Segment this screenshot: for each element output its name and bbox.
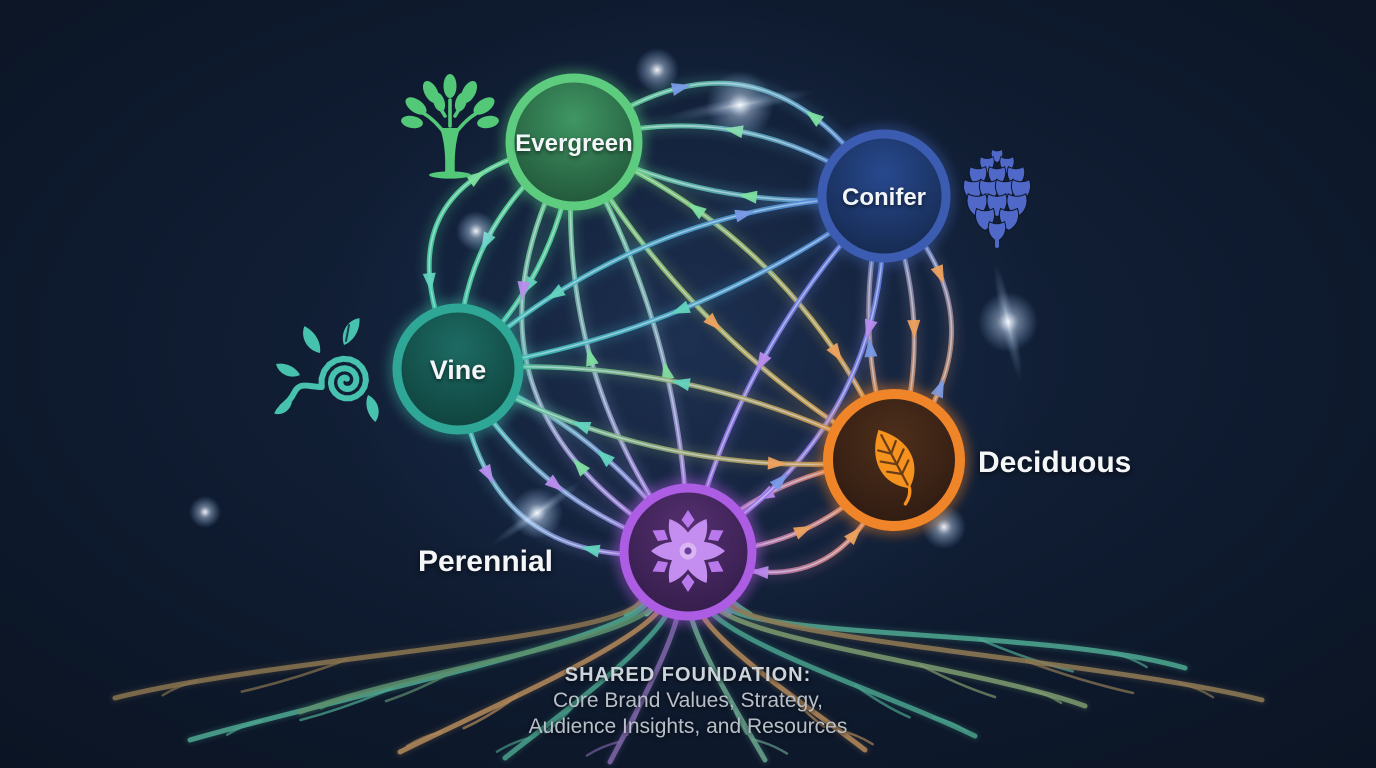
node-conifer: Conifer [812,124,956,268]
flower-icon [651,510,725,592]
flow-arrow [930,264,945,285]
flow-arrow [670,378,691,391]
flow-arrow [805,110,825,127]
node-perennial [614,478,762,626]
node-label-conifer: Conifer [842,184,926,211]
vine-spiral-icon [274,318,379,422]
foundation-text: SHARED FOUNDATION: Core Brand Values, St… [529,664,848,738]
flow-arrow [930,378,945,399]
lens-flare [456,211,496,251]
lens-flare-streak [666,89,814,121]
flow-arrow [422,272,436,293]
flow-arrow [546,284,566,300]
lens-flare-streak [993,263,1023,381]
flow-arrow [596,449,615,468]
node-vine: Vine [387,298,529,440]
node-evergreen: Evergreen [500,68,648,216]
flow-arrow [756,351,772,372]
flow-arrow [844,526,862,546]
flow-arrow [478,463,494,484]
flow-arrow [864,318,878,339]
flow-arrow [826,342,843,363]
lens-flare-streak [491,481,583,545]
flow-arrow [737,190,758,204]
flow-arrow [792,525,813,540]
flow-arrow [571,421,592,435]
flow-arrow [586,346,599,367]
node-label-evergreen: Evergreen [515,130,632,157]
flow-arrow [907,319,921,340]
leaf-icon [875,429,915,506]
foundation-heading: SHARED FOUNDATION: [565,664,812,686]
flow-arrow [769,473,788,492]
flow-arrow [670,300,691,314]
node-label-vine: Vine [430,355,487,385]
flow-arrow [544,474,564,492]
foundation-line1: Core Brand Values, Strategy, [553,689,823,712]
flow-arrow [703,312,722,331]
node-label-deciduous: Deciduous [978,446,1131,479]
foundation-line2: Audience Insights, and Resources [529,715,848,738]
flow-arrow [767,456,787,470]
flow-arrow [466,170,486,187]
flow-arrow [580,544,601,558]
tree-icon [401,74,499,179]
flow-arrow [670,83,691,96]
flow-arrow [572,457,591,477]
flow-arrow [687,203,707,220]
lens-flare [189,496,221,528]
flow-arrow [517,280,531,301]
pinecone-icon [962,149,1032,248]
lens-flare [635,48,679,92]
flow-arrow [734,209,755,223]
node-deciduous [818,384,970,536]
node-label-perennial: Perennial [418,545,553,578]
roots-layer [110,557,1267,767]
